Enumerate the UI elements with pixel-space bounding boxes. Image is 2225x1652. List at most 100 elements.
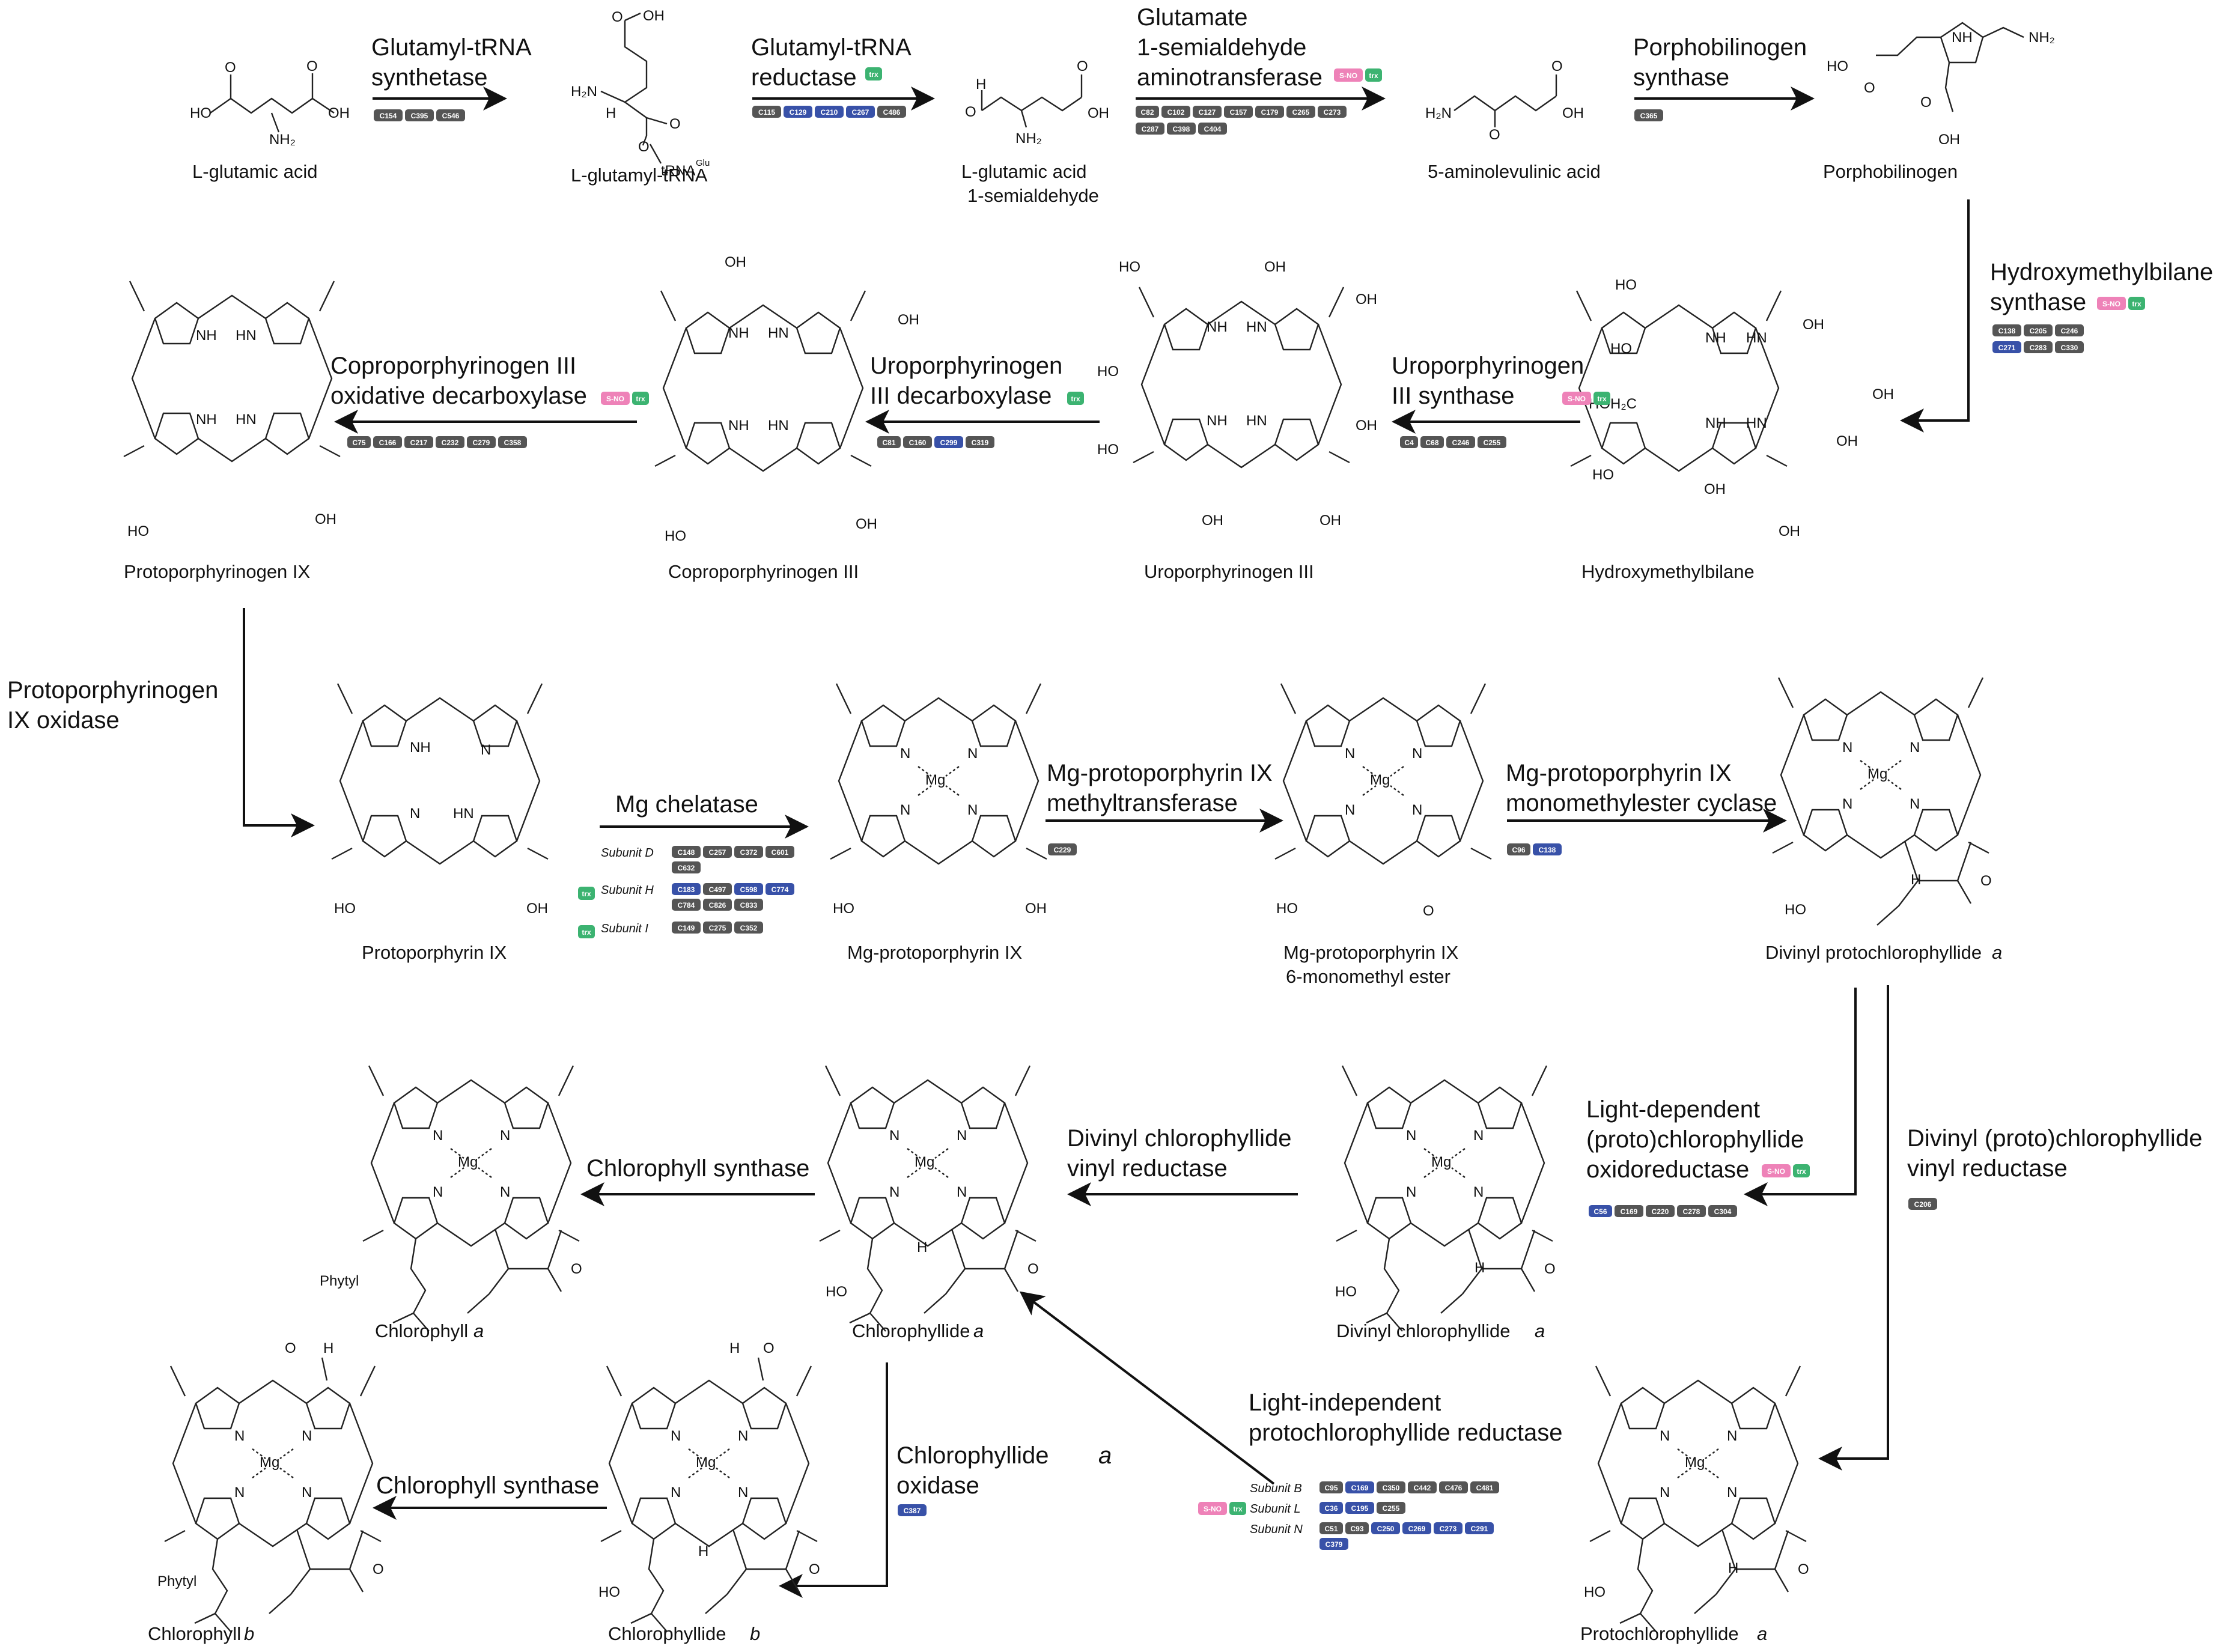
cysteine-badge-label: C210 bbox=[821, 108, 838, 117]
cysteine-badge-label: C96 bbox=[1512, 846, 1525, 854]
compound-l-glutamic-acid: HO O O OH NH₂ L-glutamic acid bbox=[190, 58, 350, 182]
subunit-label: Subunit H bbox=[601, 884, 654, 897]
svg-text:oxidase: oxidase bbox=[896, 1472, 979, 1499]
chem-mg: Mg bbox=[260, 1454, 279, 1471]
enzyme-mg-protoporphyrin-ix-monomethylester-cyclase: Mg-protoporphyrin IX monomethylester cyc… bbox=[1506, 760, 1777, 816]
enzyme-hydroxymethylbilane-synthase: Hydroxymethylbilane synthase bbox=[1990, 259, 2213, 315]
cysteine-badge-label: C299 bbox=[940, 439, 958, 447]
cysteine-badge bbox=[347, 436, 371, 448]
cysteine-badge bbox=[734, 883, 763, 895]
chem-n: N bbox=[302, 1428, 312, 1444]
compound-5-aminolevulinic-acid: H₂N O O OH 5-aminolevulinic acid bbox=[1425, 58, 1601, 182]
cysteine-badge-label: C127 bbox=[1199, 108, 1216, 117]
chem-ho: HO bbox=[1097, 363, 1119, 380]
chem-n: N bbox=[671, 1428, 681, 1444]
chem-o: O bbox=[1920, 94, 1932, 111]
enzyme-gsa-aminotransferase: Glutamate 1-semialdehyde aminotransferas… bbox=[1137, 4, 1323, 91]
chem-o: O bbox=[965, 104, 976, 120]
chem-h: H bbox=[1475, 1260, 1485, 1276]
chem-o: O bbox=[285, 1340, 296, 1356]
chem-n: N bbox=[889, 1184, 899, 1200]
cysteine-badge bbox=[1646, 1205, 1675, 1217]
chem-oh: OH bbox=[1202, 512, 1223, 529]
svg-text:Coproporphyrinogen III: Coproporphyrinogen III bbox=[330, 353, 576, 379]
chem-n: N bbox=[957, 1184, 967, 1200]
cysteine-badge-label: C265 bbox=[1292, 108, 1310, 117]
enzyme-light-independent-protochlorophyllide-reductase: Light-independent protochlorophyllide re… bbox=[1249, 1389, 1563, 1446]
reaction-arrow bbox=[779, 1362, 888, 1598]
chem-ho: HO bbox=[1097, 442, 1119, 458]
chem-n: N bbox=[1345, 746, 1355, 762]
cysteine-badge bbox=[1507, 843, 1530, 855]
compound-label: L-glutamic acid bbox=[192, 161, 317, 182]
cysteine-badge-label: C275 bbox=[709, 924, 726, 932]
cysteine-badge-label: C255 bbox=[1484, 439, 1501, 447]
cysteine-badge bbox=[405, 109, 434, 121]
chem-n: N bbox=[671, 1484, 681, 1501]
chem-oh: OH bbox=[1803, 317, 1824, 333]
cysteine-badge-label: C129 bbox=[790, 108, 807, 117]
svg-text:Chlorophyll synthase: Chlorophyll synthase bbox=[586, 1155, 809, 1182]
chem-hn: HN bbox=[768, 325, 789, 341]
chem-o: O bbox=[1027, 1261, 1039, 1277]
chem-n: N bbox=[410, 806, 420, 822]
chem-ho: HO bbox=[1827, 58, 1848, 74]
svg-text:III decarboxylase: III decarboxylase bbox=[870, 383, 1052, 409]
chem-h: H bbox=[323, 1340, 333, 1356]
cysteine-badge-label: C36 bbox=[1324, 1504, 1338, 1513]
cysteine-badge-label: C4 bbox=[1404, 439, 1414, 447]
svg-text:vinyl reductase: vinyl reductase bbox=[1067, 1155, 1228, 1182]
chem-n: N bbox=[234, 1484, 245, 1501]
svg-text:oxidoreductase: oxidoreductase bbox=[1586, 1156, 1749, 1183]
chem-oh: OH bbox=[526, 900, 548, 917]
cysteine-badge bbox=[1371, 1522, 1400, 1534]
cysteine-badge bbox=[498, 436, 527, 448]
chem-trna: tRNA bbox=[661, 163, 695, 179]
cysteine-badge-label: C601 bbox=[772, 848, 789, 857]
compound-label: Porphobilinogen bbox=[1823, 161, 1958, 182]
compound-protoporphyrinogen-ix: NH HN NH HN HO OH Protoporphyrinogen IX bbox=[123, 280, 341, 582]
enzyme-divinyl-protochlorophyllide-vinyl-reductase: Divinyl (proto)chlorophyllide vinyl redu… bbox=[1907, 1125, 2202, 1182]
cysteine-badge bbox=[752, 106, 781, 118]
cysteine-badge-label: C267 bbox=[852, 108, 869, 117]
chem-n: N bbox=[1910, 796, 1920, 812]
cysteine-badge bbox=[672, 861, 701, 873]
chem-nh2: NH₂ bbox=[1015, 130, 1042, 147]
svg-text:oxidative decarboxylase: oxidative decarboxylase bbox=[330, 383, 587, 409]
cysteine-badge-label: C291 bbox=[1471, 1525, 1488, 1533]
compound-label: a bbox=[973, 1320, 984, 1341]
chem-o: O bbox=[669, 116, 681, 132]
cysteine-badge bbox=[766, 883, 794, 895]
chem-ho: HO bbox=[190, 105, 212, 121]
cysteine-badge-label: C278 bbox=[1683, 1207, 1700, 1216]
tag-label: trx bbox=[2132, 300, 2141, 308]
cysteine-badge-label: C157 bbox=[1230, 108, 1247, 117]
svg-text:Mg-protoporphyrin IX: Mg-protoporphyrin IX bbox=[1506, 760, 1732, 786]
subunit-label: Subunit L bbox=[1250, 1502, 1301, 1516]
chem-mg: Mg bbox=[1685, 1454, 1705, 1471]
chem-n: N bbox=[1473, 1184, 1484, 1200]
cysteine-badge bbox=[1167, 123, 1196, 135]
chem-oh: OH bbox=[725, 254, 746, 270]
cysteine-badge-label: C497 bbox=[709, 885, 726, 894]
tag-label: trx bbox=[1071, 395, 1080, 403]
chem-o: O bbox=[1798, 1561, 1809, 1578]
svg-text:synthase: synthase bbox=[1633, 64, 1729, 91]
cysteine-badge-label: C217 bbox=[410, 439, 428, 447]
cysteine-badge bbox=[966, 436, 994, 448]
svg-text:protochlorophyllide reductase: protochlorophyllide reductase bbox=[1249, 1420, 1563, 1446]
cysteine-badge bbox=[898, 1504, 927, 1516]
chem-h: H bbox=[1728, 1560, 1738, 1576]
enzyme-protoporphyrinogen-ix-oxidase: Protoporphyrinogen IX oxidase bbox=[7, 677, 218, 733]
compound-label: L-glutamyl-tRNA bbox=[571, 165, 708, 186]
chem-n: N bbox=[1345, 802, 1355, 818]
compound-coproporphyrinogen-iii: NH HN NH HN OH OH HO OH Coproporphyrinog… bbox=[654, 254, 919, 582]
compound-glutamate-semialdehyde: O H O OH NH₂ L-glutamic acid 1-semialdeh… bbox=[961, 58, 1109, 206]
compound-label: Divinyl chlorophyllide bbox=[1336, 1320, 1510, 1341]
chem-ho: HO bbox=[1592, 467, 1614, 483]
reaction-arrow bbox=[1019, 1291, 1275, 1485]
chem-oh: OH bbox=[1025, 900, 1047, 917]
cysteine-badge bbox=[1136, 123, 1164, 135]
chem-h: H bbox=[698, 1543, 708, 1559]
